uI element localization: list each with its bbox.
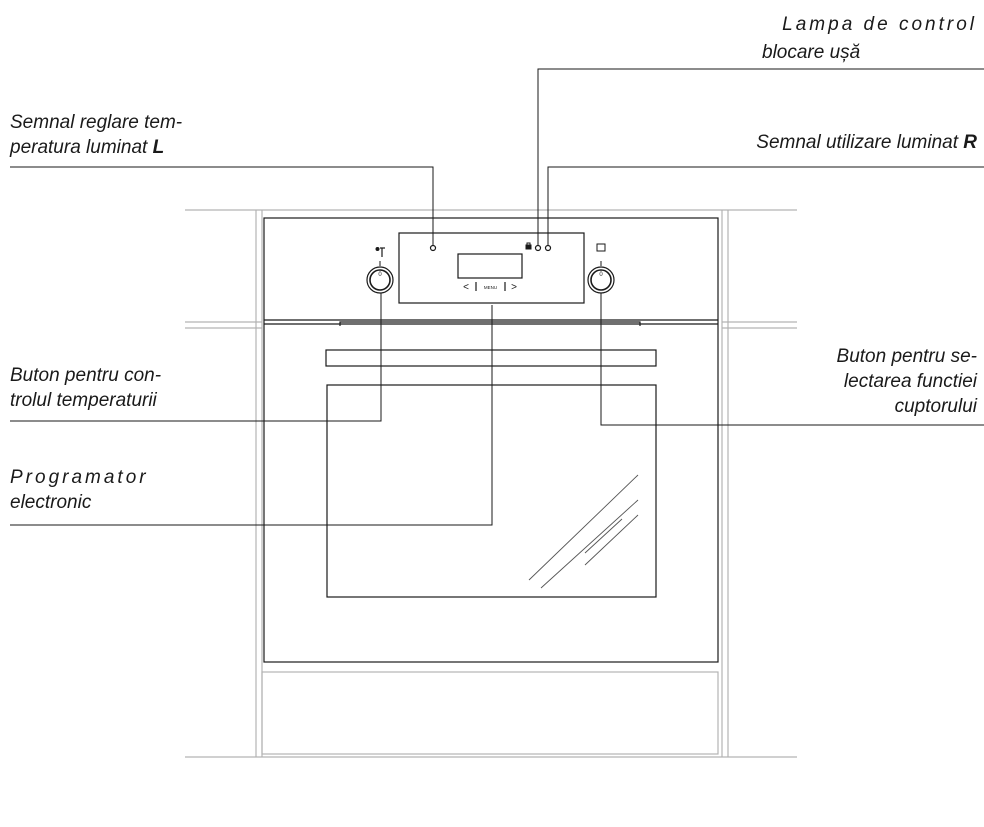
temperature-knob-label: Buton pentru con- trolul temperaturii xyxy=(10,365,162,411)
use-signal-label: Semnal utilizare luminat R xyxy=(756,132,977,153)
left-arrow-button: < xyxy=(463,282,469,293)
door-lock-lamp-label: Lampa de control xyxy=(782,14,977,35)
glass-reflection xyxy=(528,474,639,589)
programmer-label: Programator electronic xyxy=(10,467,149,513)
function-knob-label: Buton pentru se- lectarea functiei cupto… xyxy=(836,346,977,417)
right-knob-mark: 0 xyxy=(599,272,603,278)
programmer-panel xyxy=(398,232,585,304)
oven-function-icon xyxy=(596,243,606,252)
temperature-knob xyxy=(366,261,394,294)
oven-body xyxy=(263,217,719,663)
cabinet xyxy=(185,209,797,758)
panel-buttons: < MENU > 0 0 xyxy=(378,272,603,293)
door-lock-lamp-label-line2: blocare ușă xyxy=(762,42,861,63)
right-arrow-button: > xyxy=(511,282,517,293)
menu-button: MENU xyxy=(484,285,497,290)
left-knob-mark: 0 xyxy=(378,272,382,278)
door-lock-icon xyxy=(525,242,532,250)
temperature-signal-label: Semnal reglare tem- peratura luminat L xyxy=(10,112,183,158)
thermometer-icon xyxy=(375,247,385,257)
leader-lines xyxy=(10,68,984,526)
